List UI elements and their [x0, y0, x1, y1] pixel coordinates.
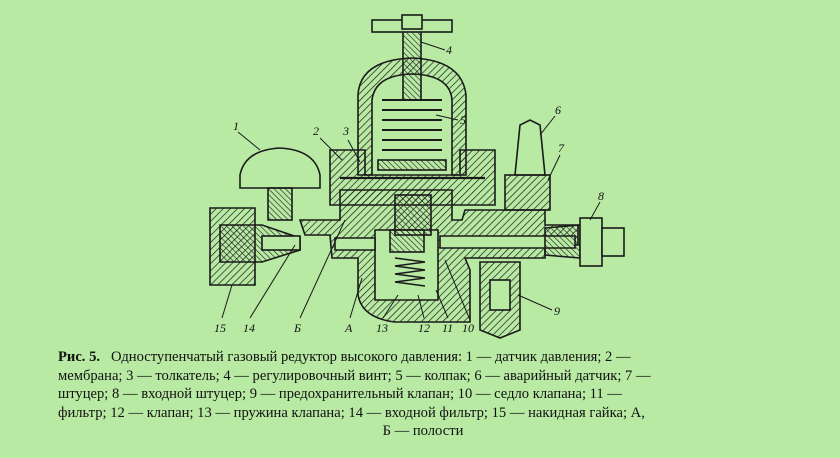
caption-line-2: мембрана; 3 — толкатель; 4 — регулировоч…	[58, 367, 651, 384]
figure-caption: Рис. 5. Одноступенчатый газовый редуктор…	[58, 348, 788, 441]
cavity-b	[334, 237, 376, 251]
label-12: 12	[418, 321, 430, 335]
leader-6	[539, 115, 556, 136]
leader-b	[299, 219, 346, 319]
label-10: 10	[462, 321, 474, 335]
safety-valve-bore	[489, 279, 511, 311]
fitting-7	[504, 174, 551, 211]
leader-14	[249, 244, 296, 319]
adjusting-screw-head	[401, 14, 423, 30]
leader-8	[589, 201, 601, 221]
pusher	[394, 194, 432, 236]
bonnet	[357, 57, 467, 176]
caption-line-5: Б — полости	[382, 423, 464, 439]
caption-text-1: Одноступенчатый газовый редуктор высоког…	[111, 349, 631, 365]
label-8: 8	[598, 189, 604, 203]
leader-a	[349, 277, 363, 319]
label-1: 1	[233, 119, 239, 133]
label-3: 3	[342, 124, 349, 138]
label-9: 9	[554, 304, 560, 318]
label-13: 13	[376, 321, 388, 335]
label-14: 14	[243, 321, 255, 335]
label-5: 5	[460, 113, 466, 127]
leader-3	[347, 139, 361, 163]
label-11: 11	[442, 321, 453, 335]
leader-13	[382, 294, 399, 319]
label-6: 6	[555, 103, 561, 117]
leader-10	[444, 259, 471, 321]
bonnet-spring	[382, 99, 442, 151]
inlet-union	[544, 224, 581, 259]
inlet-union-tip	[601, 227, 625, 257]
inlet-union-nut	[579, 217, 603, 267]
spring-seat	[377, 159, 447, 171]
pressure-sensor	[239, 147, 321, 189]
leader-5	[435, 114, 459, 121]
leader-2	[319, 137, 343, 161]
caption-line-4: фильтр; 12 — клапан; 13 — пружина клапан…	[58, 404, 645, 421]
leader-7	[547, 154, 561, 181]
leader-15	[221, 284, 233, 319]
inlet-filter	[261, 235, 301, 251]
adjusting-screw	[402, 29, 422, 101]
caption-line-3: штуцер; 8 — входной штуцер; 9 — предохра…	[58, 386, 622, 402]
leader-9	[517, 294, 553, 311]
label-a: А	[344, 321, 353, 335]
figure-number: Рис. 5.	[58, 349, 101, 365]
caption-line-1: Рис. 5. Одноступенчатый газовый редуктор…	[58, 348, 788, 367]
leader-1	[237, 131, 261, 151]
emergency-sensor	[514, 119, 546, 176]
pressure-sensor-stem	[267, 187, 293, 221]
leader-12	[417, 294, 425, 319]
valve	[389, 229, 425, 253]
label-b: Б	[293, 321, 301, 335]
label-2: 2	[313, 124, 319, 138]
valve-spring	[394, 257, 426, 287]
regulator-diagram: 1 2 3 4 5 6 7 8 9 10 11 12 13 14 15 А Б	[209, 14, 625, 339]
leader-11	[435, 289, 449, 319]
leader-4	[420, 41, 446, 51]
label-15: 15	[214, 321, 226, 335]
label-4: 4	[446, 43, 452, 57]
label-7: 7	[558, 141, 565, 155]
regulator-body	[298, 189, 579, 323]
